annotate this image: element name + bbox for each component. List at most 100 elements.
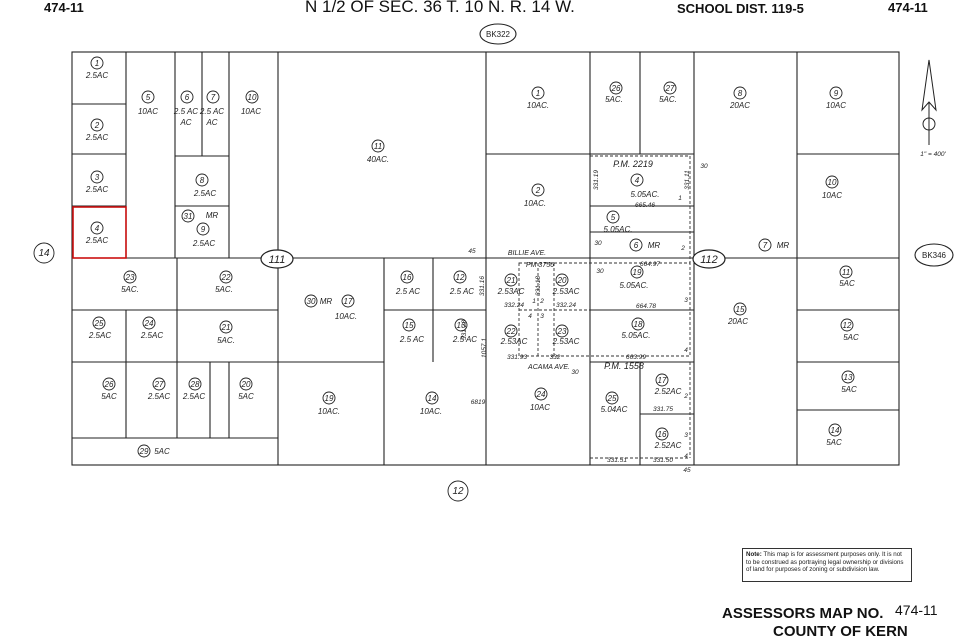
parcel-acreage: 5AC — [101, 392, 117, 401]
pm-1558: P.M. 1558 — [604, 361, 644, 371]
parcel-acreage: 2.5AC — [193, 189, 216, 198]
dimension-label: 331.93 — [507, 354, 527, 361]
parcel-acreage: 2.53AC — [497, 287, 525, 296]
book-top-oval — [479, 23, 517, 45]
parcel-number: 17 — [658, 376, 667, 385]
parcel-number: 1 — [95, 59, 99, 68]
misc-label: 6819 — [471, 399, 486, 406]
misc-label: 3 — [540, 313, 544, 320]
parcel-number: 15 — [736, 305, 745, 314]
parcel-number-circle — [142, 316, 156, 330]
parcel-acreage: 40AC. — [367, 155, 389, 164]
parcel-number-circle — [841, 370, 855, 384]
parcel-number-circle — [239, 377, 253, 391]
parcel-acreage: 10AC — [822, 191, 842, 200]
note-text: This map is for assessment purposes only… — [746, 551, 904, 574]
misc-label: 4 — [528, 313, 532, 320]
parcel-acreage: 2.53AC — [552, 337, 580, 346]
mr-label: MR — [777, 241, 790, 250]
parcel-acreage: 5AC — [841, 385, 857, 394]
bottom-sheet-ref-circle — [447, 480, 469, 502]
parcel-acreage: 2.53AC — [500, 337, 528, 346]
parcel-acreage: 10AC. — [524, 199, 546, 208]
road-acama: ACAMA AVE. — [527, 364, 570, 371]
parcel-acreage: 2.5AC — [85, 133, 108, 142]
parcel-acreage: 5AC — [826, 438, 842, 447]
parcel-number: 17 — [344, 297, 353, 306]
parcel-number-circle — [531, 183, 545, 197]
parcel-acreage: 20AC — [729, 101, 750, 110]
misc-label: 1 — [678, 195, 682, 202]
parcel-number-circle — [141, 90, 155, 104]
north-arrow-circle — [922, 117, 936, 131]
parcel-acreage: 5AC — [154, 447, 170, 456]
parcel-number-circle — [504, 324, 518, 338]
misc-label: 2 — [539, 298, 544, 305]
parcel-acreage: 5AC. — [215, 285, 233, 294]
misc-label: 3 — [684, 432, 688, 439]
pm-3756: PM 3756 — [526, 262, 554, 269]
parcel-acreage: 2.5 AC — [449, 287, 474, 296]
parcel-acreage: 2.53AC — [552, 287, 580, 296]
parcel-number-circle — [322, 391, 336, 405]
parcel-acreage: 2.52AC — [654, 441, 682, 450]
parcel-number-circle — [304, 294, 318, 308]
dimension-label: 663.99 — [626, 354, 646, 361]
parcel-number: 14 — [831, 426, 840, 435]
parcel-acreage: 10AC — [826, 101, 846, 110]
parcel-number: 3 — [95, 173, 100, 182]
parcel-number-circle — [90, 56, 104, 70]
parcel-acreage: 2.5AC — [85, 185, 108, 194]
parcel-number-circle — [181, 209, 195, 223]
parcel-number: 31 — [184, 212, 193, 221]
parcel-number: 9 — [201, 225, 206, 234]
parcel-acreage: 2.5AC — [85, 71, 108, 80]
parcel-number: 20 — [557, 276, 567, 285]
dimension-label: 331.19 — [593, 170, 600, 190]
parcel-acreage: 2.5 AC — [395, 287, 420, 296]
parcel-number-circle — [629, 238, 643, 252]
note-title: Note: — [746, 551, 762, 558]
parcel-acreage: 10AC. — [335, 312, 357, 321]
parcel-acreage: 10AC. — [420, 407, 442, 416]
parcel-number-circle — [630, 173, 644, 187]
parcel-number: 12 — [843, 321, 852, 330]
parcel-acreage: 5.05AC. — [604, 225, 633, 234]
parcel-number-circle — [219, 320, 233, 334]
misc-label: 45 — [468, 248, 476, 255]
dimension-label: 332.24 — [504, 302, 524, 309]
mr-label: MR — [320, 297, 333, 306]
parcel-number: 23 — [557, 327, 567, 336]
parcel-number-circle — [341, 294, 355, 308]
dimension-label: 331.18 — [535, 276, 542, 296]
parcel-acreage: 10AC. — [527, 101, 549, 110]
parcel-number-circle — [733, 302, 747, 316]
assessors-map-number: 474-11 — [895, 602, 938, 618]
parcel-number-circle — [245, 90, 259, 104]
parcel-number: 22 — [506, 327, 516, 336]
parcel-number: 11 — [842, 268, 850, 277]
left-sheet-ref-circle — [33, 242, 55, 264]
parcel-number: 8 — [738, 89, 743, 98]
parcel-number: 14 — [428, 394, 437, 403]
parcel-number: 24 — [144, 319, 154, 328]
parcel-number-circle — [90, 221, 104, 235]
dimension-label: 332 — [550, 354, 561, 361]
parcel-number: 7 — [763, 241, 768, 250]
parcel-number-circle — [655, 427, 669, 441]
parcel-acreage: 5.04AC — [601, 405, 628, 414]
book-top-label: BK322 — [486, 30, 511, 39]
parcel-number: 4 — [95, 224, 100, 233]
parcel-number-circle — [102, 377, 116, 391]
parcel-acreage: 2.5 AC — [199, 107, 224, 116]
parcel-number: 16 — [403, 273, 412, 282]
parcel-number: 21 — [506, 276, 516, 285]
parcel-number: 5 — [611, 213, 616, 222]
parcel-acreage: 2.5AC — [147, 392, 170, 401]
parcel-acreage: 2.5AC — [88, 331, 111, 340]
dimension-label: 331.28 — [461, 320, 468, 340]
block-112-label: 112 — [700, 254, 718, 266]
parcel-number: 13 — [457, 321, 466, 330]
parcel-number-circle — [839, 265, 853, 279]
